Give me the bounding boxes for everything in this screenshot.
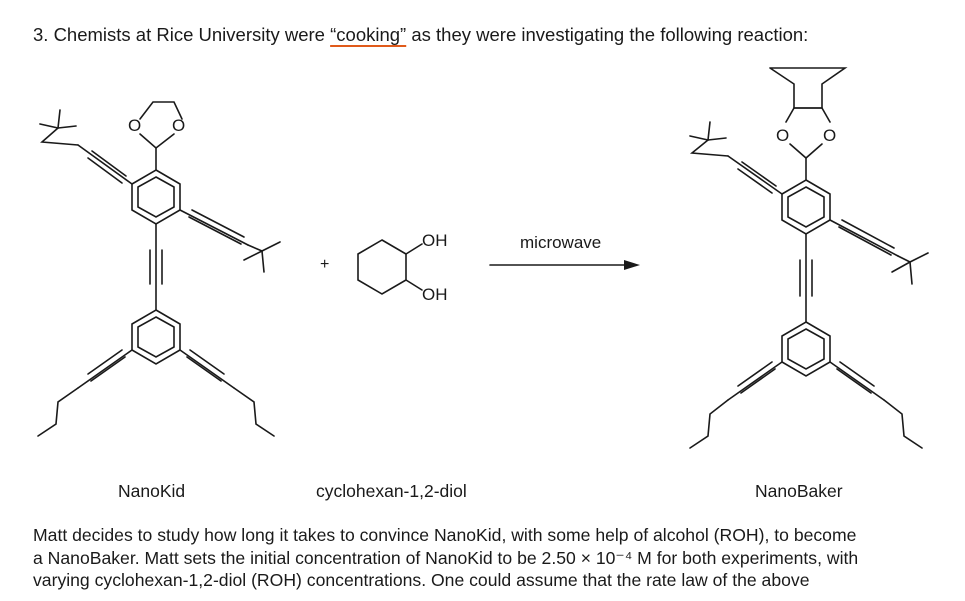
problem-paragraph: Matt decides to study how long it takes … bbox=[33, 524, 931, 592]
cyclohexane-ring bbox=[357, 239, 407, 295]
nanobaker-bottom-ring-inner bbox=[787, 328, 825, 370]
cooking-word: “cooking” bbox=[330, 24, 407, 45]
nanokid-bottom-ring-inner bbox=[137, 316, 175, 358]
nanokid-dioxolane-bonds bbox=[139, 101, 183, 120]
nanobaker-acetal-bonds bbox=[789, 143, 823, 160]
nanokid-alkyne-right bbox=[179, 209, 249, 246]
nanokid-tbutyl-left bbox=[40, 127, 79, 146]
nanokid-top-ring-inner bbox=[137, 176, 175, 218]
hydroxyl-label-lower: OH bbox=[422, 285, 448, 304]
nanokid-tbutyl-right bbox=[261, 241, 281, 252]
cyclohexanediol-structure: OH OH bbox=[357, 231, 448, 304]
plus-sign: + bbox=[320, 256, 329, 273]
nanokid-acetal-bonds bbox=[139, 133, 175, 150]
caption-nanobaker: NanoBaker bbox=[755, 481, 843, 501]
nanobaker-chain-right bbox=[883, 399, 923, 449]
nanokid-alkyne-lower-left bbox=[77, 349, 133, 389]
nanobaker-bottom-ring bbox=[781, 321, 831, 377]
paragraph-line-3: varying cyclohexan-1,2-diol (ROH) concen… bbox=[33, 570, 810, 590]
nanokid-chain-left bbox=[37, 387, 79, 437]
nanobaker-oxygen-left: O bbox=[776, 126, 789, 145]
reaction-condition: microwave bbox=[520, 233, 601, 252]
hydroxyl-label-upper: OH bbox=[422, 231, 448, 250]
nanokid-top-ring bbox=[131, 169, 181, 225]
nanobaker-structure: O O bbox=[689, 67, 929, 449]
reaction-arrowhead bbox=[624, 260, 640, 270]
nanokid-structure: O O bbox=[37, 101, 281, 437]
nanokid-oxygen-left: O bbox=[128, 116, 141, 135]
nanokid-oxygen-right: O bbox=[172, 116, 185, 135]
nanobaker-alkyne-right bbox=[829, 219, 899, 257]
nanobaker-top-ring-inner bbox=[787, 186, 825, 228]
nanobaker-top-ring bbox=[781, 179, 831, 235]
nanobaker-alkyne-left bbox=[727, 155, 783, 195]
nanokid-chain-right bbox=[233, 387, 275, 437]
nanobaker-tbutyl-right bbox=[909, 252, 929, 263]
caption-nanokid: NanoKid bbox=[118, 481, 186, 501]
nanobaker-cap-ring bbox=[769, 67, 848, 109]
nanobaker-alkyne-lower-left bbox=[727, 361, 783, 401]
question-text: 3. Chemists at Rice University were “coo… bbox=[33, 24, 808, 46]
nanokid-alkyne-lower-right bbox=[179, 349, 235, 389]
reaction-scheme: O O bbox=[37, 67, 929, 449]
question-prefix: 3. Chemists at Rice University were bbox=[33, 24, 331, 45]
paragraph-line-1: Matt decides to study how long it takes … bbox=[33, 525, 857, 545]
nanobaker-chain-left bbox=[689, 399, 729, 449]
page-cutoff bbox=[0, 596, 965, 601]
nanokid-bottom-ring bbox=[131, 309, 181, 365]
hydroxyl-bond-lower bbox=[405, 279, 423, 291]
nanobaker-tbutyl-left bbox=[689, 139, 729, 157]
nanobaker-alkyne-lower-right bbox=[829, 361, 885, 401]
nanobaker-oxygen-right: O bbox=[823, 126, 836, 145]
caption-cyclohexanediol: cyclohexan-1,2-diol bbox=[316, 481, 467, 501]
paragraph-line-2: a NanoBaker. Matt sets the initial conce… bbox=[33, 547, 859, 568]
question-suffix: as they were investigating the following… bbox=[406, 24, 809, 45]
hydroxyl-bond-upper bbox=[405, 243, 423, 255]
nanokid-alkyne-left bbox=[77, 144, 133, 185]
